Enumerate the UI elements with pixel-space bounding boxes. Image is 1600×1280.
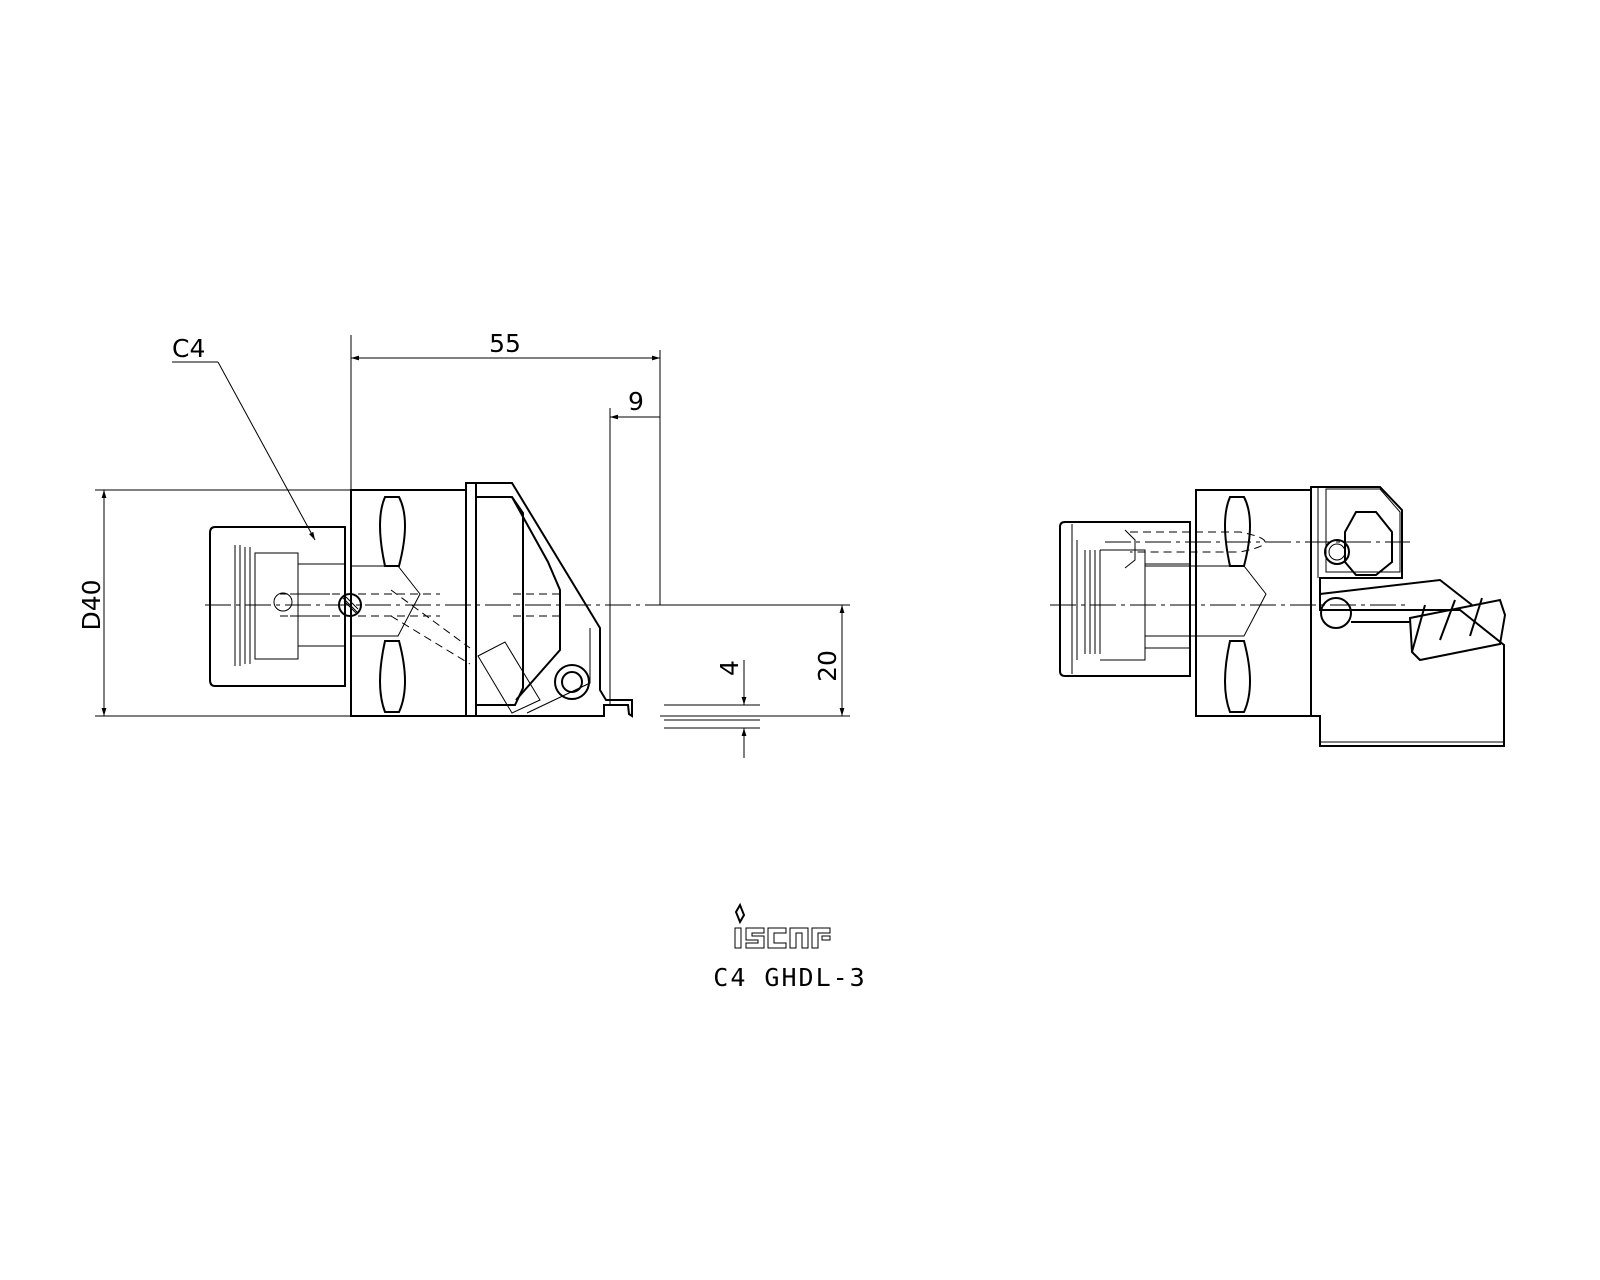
body [350,489,471,717]
dimensions: 55 9 D40 20 4 C4 [77,329,850,758]
dim-height-20: 20 [813,650,842,682]
side-view [1050,486,1507,747]
shank [209,526,440,687]
callout-c4: C4 [172,334,205,363]
clamp-head [465,482,633,718]
part-number: C4 GHDL-3 [713,963,867,992]
dim-length-55: 55 [489,329,521,358]
dim-width-4: 4 [715,660,744,676]
dim-diameter-d40: D40 [77,579,106,630]
front-view: 55 9 D40 20 4 C4 [77,329,850,758]
dim-offset-9: 9 [628,387,644,416]
iscar-logo [734,902,831,949]
